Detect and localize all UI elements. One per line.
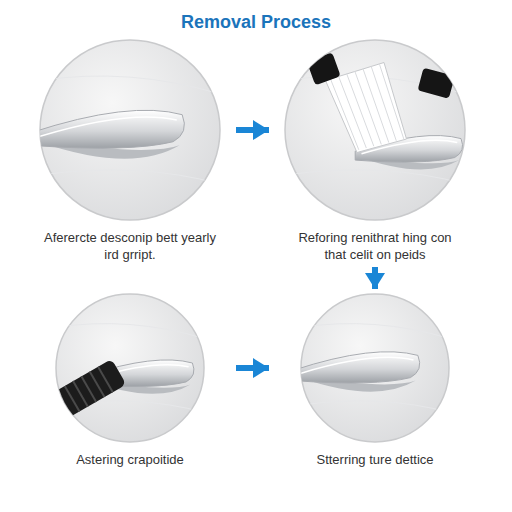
circle-frame <box>56 294 204 442</box>
panel-line <box>56 324 204 339</box>
handle-highlight <box>40 117 177 136</box>
step-illustration <box>38 38 222 222</box>
panel-line <box>40 170 220 184</box>
bristle-line <box>347 73 374 146</box>
bristle-line <box>338 76 366 148</box>
step-node: Reforing renithrat hing con that celit o… <box>275 38 475 263</box>
step-caption: Stterring ture dettice <box>288 451 463 468</box>
illustration <box>299 324 449 413</box>
flow-arrow <box>372 267 378 289</box>
panel-line <box>301 401 449 413</box>
door-handle <box>299 352 420 383</box>
diagram-title: Removal Process <box>0 12 512 33</box>
hose-ridge <box>98 367 113 393</box>
step-illustration <box>283 38 467 222</box>
flow-arrow <box>236 365 269 371</box>
step-illustration <box>299 292 451 444</box>
step-node: Astering crapoitide <box>30 292 230 468</box>
handle-highlight <box>301 357 414 373</box>
illustration <box>285 52 465 184</box>
step-node: Aferercte desconip bett yearly ird grrip… <box>30 38 230 263</box>
panel-line <box>301 324 449 339</box>
step-caption: Astering crapoitide <box>43 451 218 468</box>
flow-arrow <box>236 127 269 133</box>
bristle-line <box>330 78 359 150</box>
step-node: Stterring ture dettice <box>275 292 475 468</box>
step-caption: Reforing renithrat hing con that celit o… <box>288 229 463 263</box>
illustration <box>54 324 204 433</box>
illustration <box>38 76 220 184</box>
hose-ridge <box>54 396 63 422</box>
step-illustration <box>54 292 206 444</box>
bristle-line <box>380 64 404 139</box>
panel-line <box>285 170 465 184</box>
hose-ridge <box>54 400 55 426</box>
corrugated-hose <box>54 359 126 433</box>
brush-cap <box>307 52 341 85</box>
panel-line <box>40 76 220 94</box>
door-handle <box>38 110 184 148</box>
step-caption: Aferercte desconip bett yearly ird grrip… <box>43 229 218 263</box>
brush-cap <box>418 68 455 99</box>
hose-body <box>54 359 126 433</box>
circle-frame <box>285 40 465 220</box>
